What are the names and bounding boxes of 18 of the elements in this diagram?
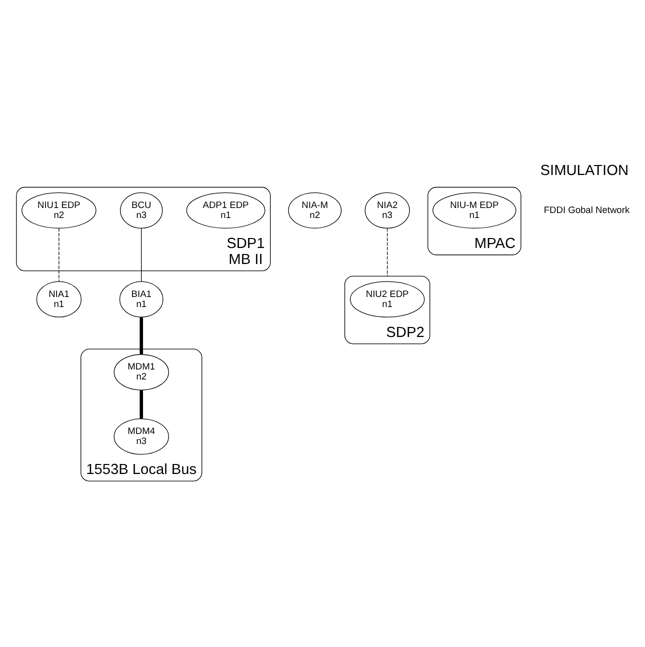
label: FDDI Gobal Network	[544, 204, 630, 215]
node-ellipse: NIU-M EDP n1	[432, 192, 516, 229]
node-ellipse: BIA1 n1	[119, 281, 164, 318]
node-ellipse: NIA1 n1	[36, 281, 82, 318]
node-ellipse: NIU1 EDP n2	[22, 192, 96, 229]
connector	[140, 317, 144, 354]
node-ellipse: NIA2 n3	[364, 192, 410, 229]
node-ellipse: BCU n3	[120, 192, 163, 229]
node-ellipse: NIA-M n2	[288, 192, 342, 229]
node-ellipse: MDM4 n3	[114, 418, 169, 455]
node-ellipse: ADP1 EDP n1	[186, 192, 266, 229]
diagram-title: SIMULATION	[540, 163, 629, 180]
node-ellipse: NIU2 EDP n1	[350, 281, 425, 318]
connector	[140, 390, 144, 418]
connector	[58, 228, 60, 282]
node-ellipse: MDM1 n2	[114, 354, 169, 390]
connector	[141, 228, 142, 282]
connector	[386, 228, 388, 276]
